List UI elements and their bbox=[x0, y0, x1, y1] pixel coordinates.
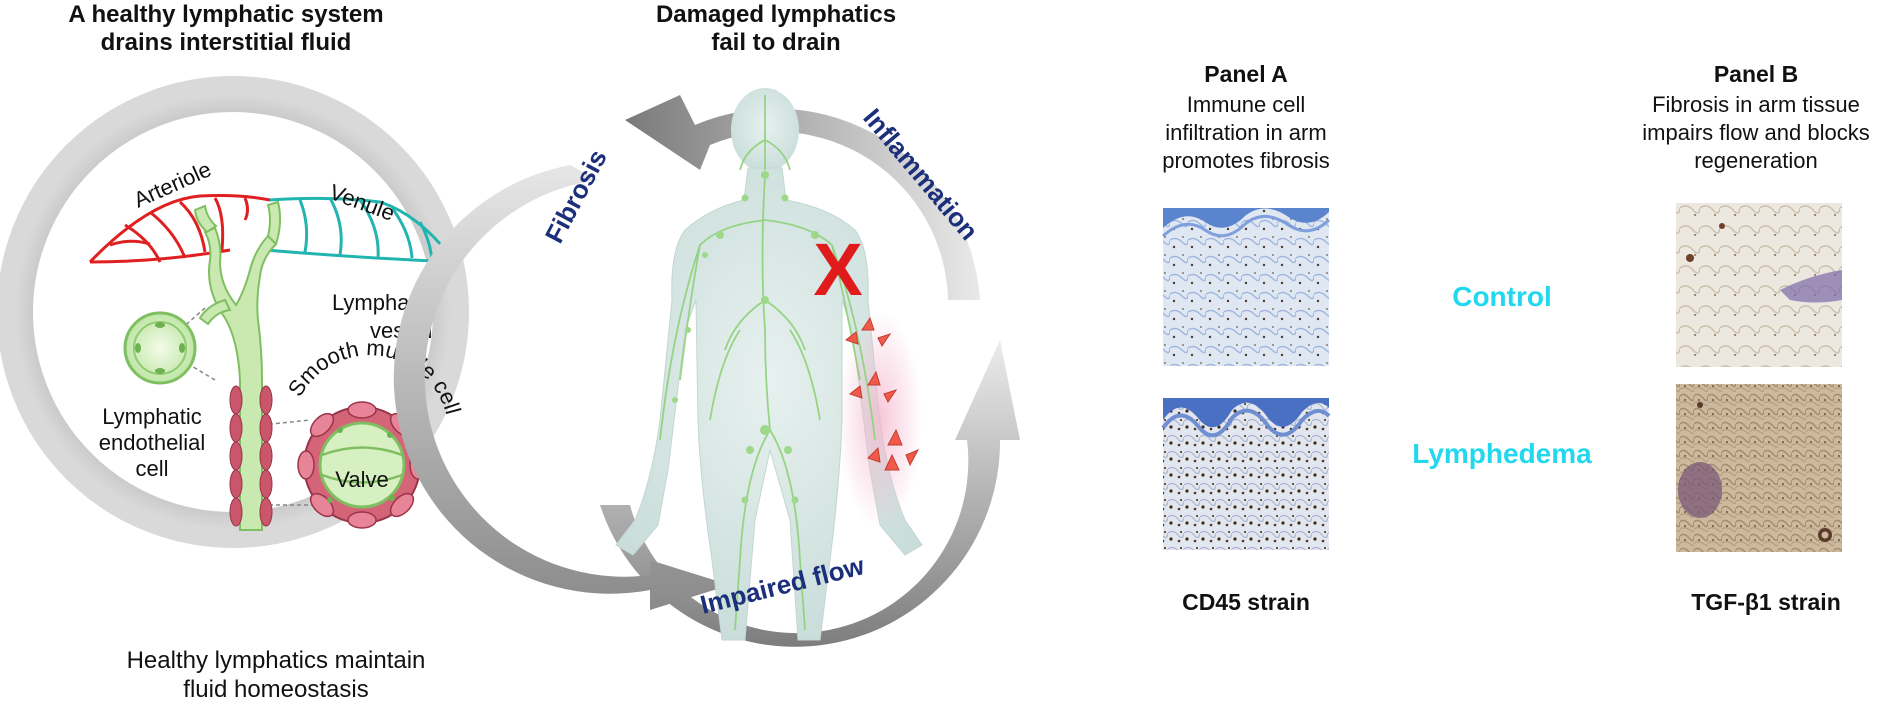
healthy-ring bbox=[0, 76, 469, 548]
panel-a-strain: CD45 strain bbox=[1182, 589, 1310, 615]
panel-a-lymphedema-image bbox=[1161, 398, 1331, 550]
panel-b-strain: TGF-β1 strain bbox=[1691, 589, 1841, 615]
smooth-muscle-trunk bbox=[229, 385, 273, 527]
panel-b-lymphedema-image bbox=[1676, 384, 1842, 552]
left-caption-line-2: fluid homeostasis bbox=[183, 676, 368, 703]
middle-title-line-2: fail to drain bbox=[711, 29, 840, 56]
blocked-x-mark: X bbox=[813, 228, 862, 311]
lymph-nodes bbox=[672, 171, 831, 504]
endothelial-label-1: Lymphatic bbox=[102, 404, 201, 429]
inflammation-label: Inflammation bbox=[857, 103, 984, 246]
panel-b-desc-2: impairs flow and blocks bbox=[1642, 120, 1869, 145]
left-title-line-2: drains interstitial fluid bbox=[101, 29, 352, 56]
panel-a-control-image bbox=[1161, 208, 1331, 366]
endothelial-cell-illustration bbox=[123, 311, 197, 385]
panel-a: Panel A Immune cell infiltration in arm … bbox=[1161, 61, 1331, 615]
fibrosis-label: Fibrosis bbox=[539, 144, 613, 247]
control-label: Control bbox=[1452, 281, 1552, 312]
body-silhouette bbox=[615, 88, 923, 641]
panel-b-desc-3: regeneration bbox=[1694, 148, 1818, 173]
endothelial-label-3: cell bbox=[135, 456, 168, 481]
impaired-flow-arrows bbox=[844, 316, 920, 471]
middle-panel: Damaged lymphatics fail to drain bbox=[393, 1, 1020, 647]
cycle-arrow-top bbox=[625, 95, 980, 300]
valve-label: Valve bbox=[335, 467, 388, 492]
panel-b-control-image bbox=[1676, 203, 1842, 367]
endothelial-label-2: endothelial bbox=[99, 430, 205, 455]
arteriole-vessels bbox=[88, 194, 271, 264]
row-labels: Control Lymphedema bbox=[1412, 281, 1592, 469]
panel-a-heading: Panel A bbox=[1204, 61, 1288, 87]
valve-illustration bbox=[297, 401, 427, 529]
panel-a-desc-3: promotes fibrosis bbox=[1162, 148, 1330, 173]
panel-a-desc-1: Immune cell bbox=[1187, 92, 1306, 117]
panel-b-desc-1: Fibrosis in arm tissue bbox=[1652, 92, 1860, 117]
panel-a-desc-2: infiltration in arm bbox=[1165, 120, 1326, 145]
inflammation-glow bbox=[838, 310, 922, 530]
panel-b-heading: Panel B bbox=[1714, 61, 1798, 87]
panel-b: Panel B Fibrosis in arm tissue impairs f… bbox=[1642, 61, 1869, 615]
left-title-line-1: A healthy lymphatic system bbox=[68, 1, 383, 28]
lymphedema-label: Lymphedema bbox=[1412, 438, 1592, 469]
left-caption-line-1: Healthy lymphatics maintain bbox=[127, 647, 426, 674]
lymphatic-vessel-tree bbox=[193, 200, 282, 531]
middle-title-line-1: Damaged lymphatics bbox=[656, 1, 896, 28]
